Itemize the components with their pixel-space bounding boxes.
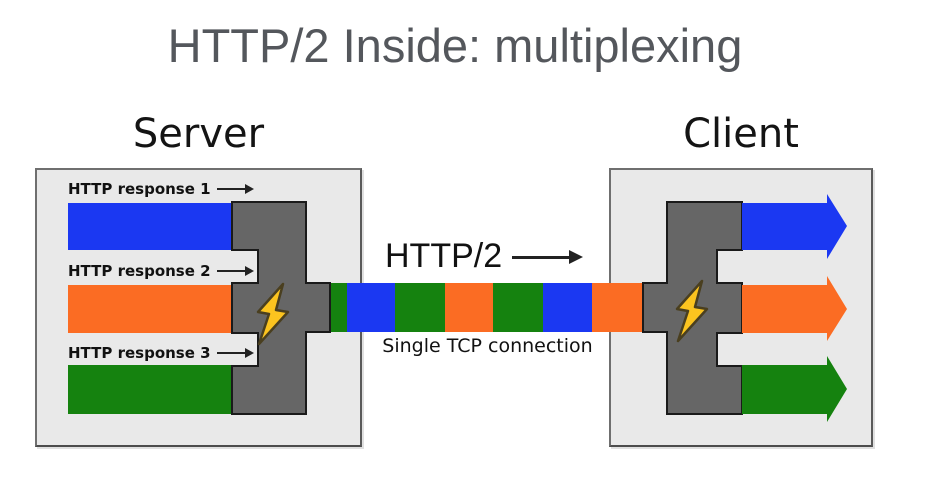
- right-arrow-icon: [216, 348, 254, 358]
- page-title: HTTP/2 Inside: multiplexing: [167, 19, 743, 72]
- http-response-2-text: HTTP response 2: [68, 262, 211, 280]
- http2-protocol-label: HTTP/2: [385, 237, 503, 275]
- tcp-pipe: [330, 283, 645, 332]
- tcp-frame-segment-green: [330, 283, 347, 332]
- http-response-3-text: HTTP response 3: [68, 344, 211, 362]
- client-heading: Client: [683, 111, 799, 157]
- http-response-2-label: HTTP response 2: [68, 262, 254, 280]
- tcp-frame-segment-green: [493, 283, 543, 332]
- http-response-3-label: HTTP response 3: [68, 344, 254, 362]
- http-response-1-label: HTTP response 1: [68, 180, 254, 198]
- http-response-1-bar: [68, 203, 232, 250]
- client-box: [609, 168, 873, 447]
- tcp-frame-segment-orange: [592, 283, 645, 332]
- http-response-2-bar: [68, 285, 232, 333]
- tcp-frame-segment-blue: [543, 283, 592, 332]
- right-arrow-icon: [216, 266, 254, 276]
- single-tcp-connection-label: Single TCP connection: [382, 335, 593, 357]
- tcp-frame-segment-orange: [445, 283, 493, 332]
- tcp-frame-segment-green: [395, 283, 445, 332]
- right-arrow-icon: [216, 184, 254, 194]
- server-heading: Server: [132, 111, 265, 157]
- tcp-frame-segment-blue: [347, 283, 395, 332]
- http-response-3-bar: [68, 365, 232, 414]
- http-response-1-text: HTTP response 1: [68, 180, 211, 198]
- right-arrow-icon: [512, 250, 583, 264]
